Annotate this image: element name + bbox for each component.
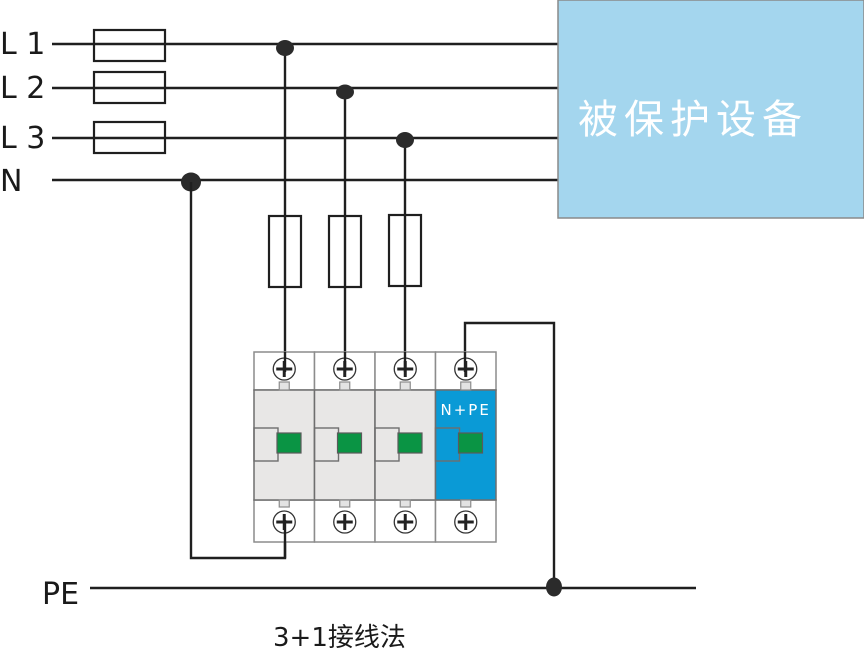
bottom-tab [278, 499, 290, 508]
status-indicator [276, 432, 302, 454]
bottom-tab [460, 499, 472, 508]
top-tab [460, 381, 472, 391]
junction-pe [546, 577, 562, 597]
label-pe: PE [42, 577, 79, 612]
junction-l3 [396, 132, 414, 148]
surge-protective-device: N+PE [253, 351, 497, 558]
junction-l2 [336, 84, 354, 100]
status-indicator [397, 432, 423, 454]
top-tab [278, 381, 290, 391]
spd-module-l3 [374, 351, 437, 543]
spd-module-l2 [313, 351, 376, 543]
terminal-screw-icon [454, 510, 478, 534]
bottom-tab [399, 499, 411, 508]
label-l2: L 2 [0, 71, 45, 106]
top-tab [399, 381, 411, 391]
label-n: N [0, 164, 22, 199]
protected-equipment-label: 被保护设备 [578, 97, 808, 143]
label-l3: L 3 [0, 121, 45, 156]
label-l1: L 1 [0, 27, 45, 62]
fuse-l1 [92, 28, 167, 63]
top-tab [339, 381, 351, 391]
spd-module-l1 [253, 351, 316, 543]
terminal-screw-icon [393, 510, 417, 534]
junction-l1 [276, 40, 294, 56]
status-indicator [336, 432, 363, 454]
status-indicator [457, 432, 484, 454]
spd-module-npe: N+PE [434, 351, 497, 543]
wire-npe-to-pe [463, 321, 556, 587]
module-label: N+PE [441, 401, 491, 419]
protected-equipment-box [557, 0, 864, 219]
terminal-screw-icon [333, 510, 357, 534]
diagram-caption: 3+1接线法 [273, 623, 406, 653]
bottom-tab [339, 499, 351, 508]
